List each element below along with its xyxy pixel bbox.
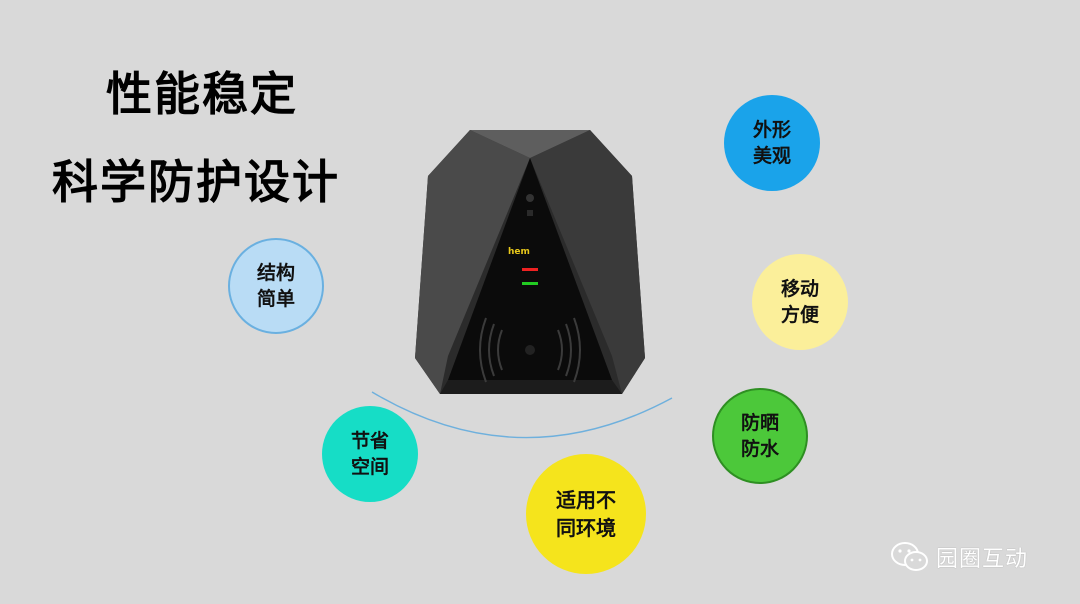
feature-bubble-mobility: 移动 方便 <box>752 254 848 350</box>
feature-label-simple-structure: 结构 简单 <box>256 262 295 310</box>
feature-label-space-saving: 节省 空间 <box>350 430 389 478</box>
feature-bubble-appearance: 外形 美观 <box>724 95 820 191</box>
charger-device-image <box>415 130 645 394</box>
feature-bubble-environments: 适用不 同环境 <box>526 454 646 574</box>
watermark: 园圈互动 <box>890 540 1028 574</box>
feature-bubble-weatherproof: 防晒 防水 <box>712 388 808 484</box>
feature-label-mobility: 移动 方便 <box>780 278 819 326</box>
headline-protection-design: 科学防护设计 <box>52 155 340 209</box>
watermark-text: 园圈互动 <box>936 547 1029 572</box>
feature-label-appearance: 外形 美观 <box>752 119 791 167</box>
wechat-icon <box>891 542 928 571</box>
feature-bubble-simple-structure: 结构 简单 <box>228 238 324 334</box>
device-brand-label: hem <box>508 247 530 257</box>
feature-label-weatherproof: 防晒 防水 <box>740 412 779 460</box>
feature-label-environments: 适用不 同环境 <box>556 488 616 540</box>
headline-performance: 性能稳定 <box>106 67 298 121</box>
feature-bubble-space-saving: 节省 空间 <box>322 406 418 502</box>
